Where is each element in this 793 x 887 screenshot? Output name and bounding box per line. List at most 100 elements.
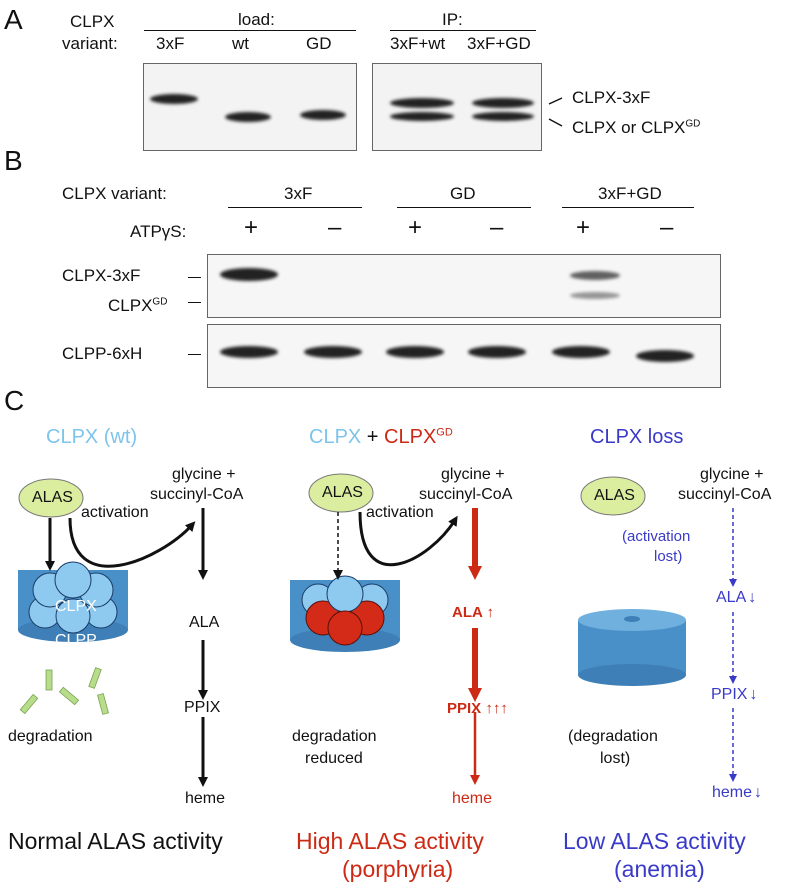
row-tick-2 xyxy=(188,302,201,303)
band-clpp-5 xyxy=(552,346,610,358)
col3-substrate-2: succinyl-CoA xyxy=(678,486,772,503)
col1-footer: Normal ALAS activity xyxy=(8,828,223,854)
load-label: load: xyxy=(238,10,275,29)
col2-alas-label: ALAS xyxy=(322,484,363,501)
panel-a-variant-label-1: CLPX xyxy=(70,12,115,31)
band-clpp-2 xyxy=(304,346,362,358)
band-ip-2-bottom xyxy=(472,112,534,121)
col2-ppix: PPIX ↑↑↑ xyxy=(447,700,508,717)
group-3xf-gd: 3xF+GD xyxy=(598,184,662,203)
band-clpp-1 xyxy=(220,346,278,358)
col2-heme: heme xyxy=(452,790,493,807)
col1-clpp-label: CLPP xyxy=(55,632,97,649)
col2-ala-up-arrow: ↑ xyxy=(486,604,494,621)
ip-label: IP: xyxy=(442,10,463,29)
col3-title: CLPX loss xyxy=(590,426,684,448)
col2-degradation-1: degradation xyxy=(292,728,377,745)
col3-ala: ALA↓ xyxy=(716,589,757,606)
col3-degradation-2: lost) xyxy=(600,750,631,767)
atp-sign-5: + xyxy=(576,214,591,241)
col3-alas-label: ALAS xyxy=(594,487,635,504)
atp-sign-3: + xyxy=(408,214,423,241)
lane-load-gd: GD xyxy=(306,34,332,53)
ip-bracket-line xyxy=(390,30,536,31)
col1-ala: ALA xyxy=(189,614,220,631)
col3-footer-2: (anemia) xyxy=(614,856,705,882)
col1-substrate-2: succinyl-CoA xyxy=(150,486,244,503)
col2-footer-1: High ALAS activity xyxy=(296,828,484,854)
lane-ip-3xf-gd: 3xF+GD xyxy=(467,34,531,53)
col2-clpx-mixed-hexamer xyxy=(301,575,389,646)
col2-activation-arrow xyxy=(358,511,458,567)
col1-activation-label: activation xyxy=(81,504,149,521)
col2-title: CLPX + CLPXGD xyxy=(309,426,453,448)
band-ip-2-top xyxy=(472,98,534,108)
lane-load-3xf: 3xF xyxy=(156,34,185,53)
col2-substrate-2: succinyl-CoA xyxy=(419,486,513,503)
col1-degradation: degradation xyxy=(8,728,93,745)
group-3xf: 3xF xyxy=(284,184,313,203)
col1-ppix: PPIX xyxy=(184,699,221,716)
band-load-wt xyxy=(225,112,271,122)
band-b-mix-plus-top xyxy=(570,271,620,280)
lane-load-wt: wt xyxy=(232,34,249,53)
atp-sign-6: – xyxy=(660,214,674,241)
col2-ppix-up-arrows: ↑↑↑ xyxy=(485,700,508,717)
band-clpp-6 xyxy=(636,350,694,362)
band-ip-1-top xyxy=(390,98,454,108)
col3-ppix-down-arrow: ↓ xyxy=(749,686,758,703)
panel-c-letter: C xyxy=(4,385,25,416)
col1-title: CLPX (wt) xyxy=(46,426,138,448)
col1-clpx-hexamer xyxy=(28,561,118,634)
band-label-clpx-3xf: CLPX-3xF xyxy=(572,88,651,107)
col1-substrate-1: glycine + xyxy=(172,466,236,483)
band-load-gd xyxy=(300,110,346,120)
col2-footer-2: (porphyria) xyxy=(342,856,454,882)
col3-heme: heme↓ xyxy=(712,784,763,801)
panel-a-variant-label-2: variant: xyxy=(62,34,118,53)
panel-a-letter: A xyxy=(4,4,23,35)
band-b-3xf-plus xyxy=(220,268,278,281)
col3-footer-1: Low ALAS activity xyxy=(563,828,746,854)
gel-load xyxy=(143,63,357,151)
atp-sign-4: – xyxy=(490,214,504,241)
col2-alas-oval xyxy=(308,473,374,513)
atp-label: ATPγS: xyxy=(130,222,187,241)
row-label-clpx-3xf: CLPX-3xF xyxy=(62,266,141,285)
load-bracket-line xyxy=(144,30,356,31)
col1-alas-label: ALAS xyxy=(32,489,73,506)
col1-activation-arrow xyxy=(68,517,196,568)
gel-b-bottom xyxy=(207,324,721,388)
col2-degradation-2: reduced xyxy=(305,750,363,767)
group-gd-line xyxy=(397,207,531,208)
band-clpp-4 xyxy=(468,346,526,358)
band-label-clpx-gd: CLPX or CLPXGD xyxy=(572,118,701,137)
panel-b-variant-label: CLPX variant: xyxy=(62,184,167,203)
col3-alas-oval xyxy=(580,476,646,516)
col2-activation-label: activation xyxy=(366,504,434,521)
col3-clpp-cylinder xyxy=(578,609,686,686)
band-ip-1-bottom xyxy=(390,112,454,121)
col2-substrate-1: glycine + xyxy=(441,466,505,483)
degradation-fragments xyxy=(19,667,109,715)
col3-ala-down-arrow: ↓ xyxy=(748,589,757,606)
col1-alas-oval xyxy=(18,478,84,518)
panel-b-letter: B xyxy=(4,145,23,176)
lane-ip-3xf-wt: 3xF+wt xyxy=(390,34,446,53)
col3-degradation-1: (degradation xyxy=(568,728,658,745)
group-gd: GD xyxy=(450,184,476,203)
col3-activation-2: lost) xyxy=(654,548,683,565)
col1-heme: heme xyxy=(185,790,226,807)
band-clpp-3 xyxy=(386,346,444,358)
group-3xf-gd-line xyxy=(562,207,694,208)
row-tick-1 xyxy=(188,277,201,278)
col3-ppix: PPIX↓ xyxy=(711,686,758,703)
gel-b-top xyxy=(207,254,721,318)
band-load-3xf xyxy=(150,94,198,104)
row-label-clpx-gd: CLPXGD xyxy=(108,296,168,315)
col1-clpx-label: CLPX xyxy=(55,598,97,615)
atp-sign-2: – xyxy=(328,214,342,241)
atp-sign-1: + xyxy=(244,214,259,241)
col2-ala: ALA ↑ xyxy=(452,604,494,621)
